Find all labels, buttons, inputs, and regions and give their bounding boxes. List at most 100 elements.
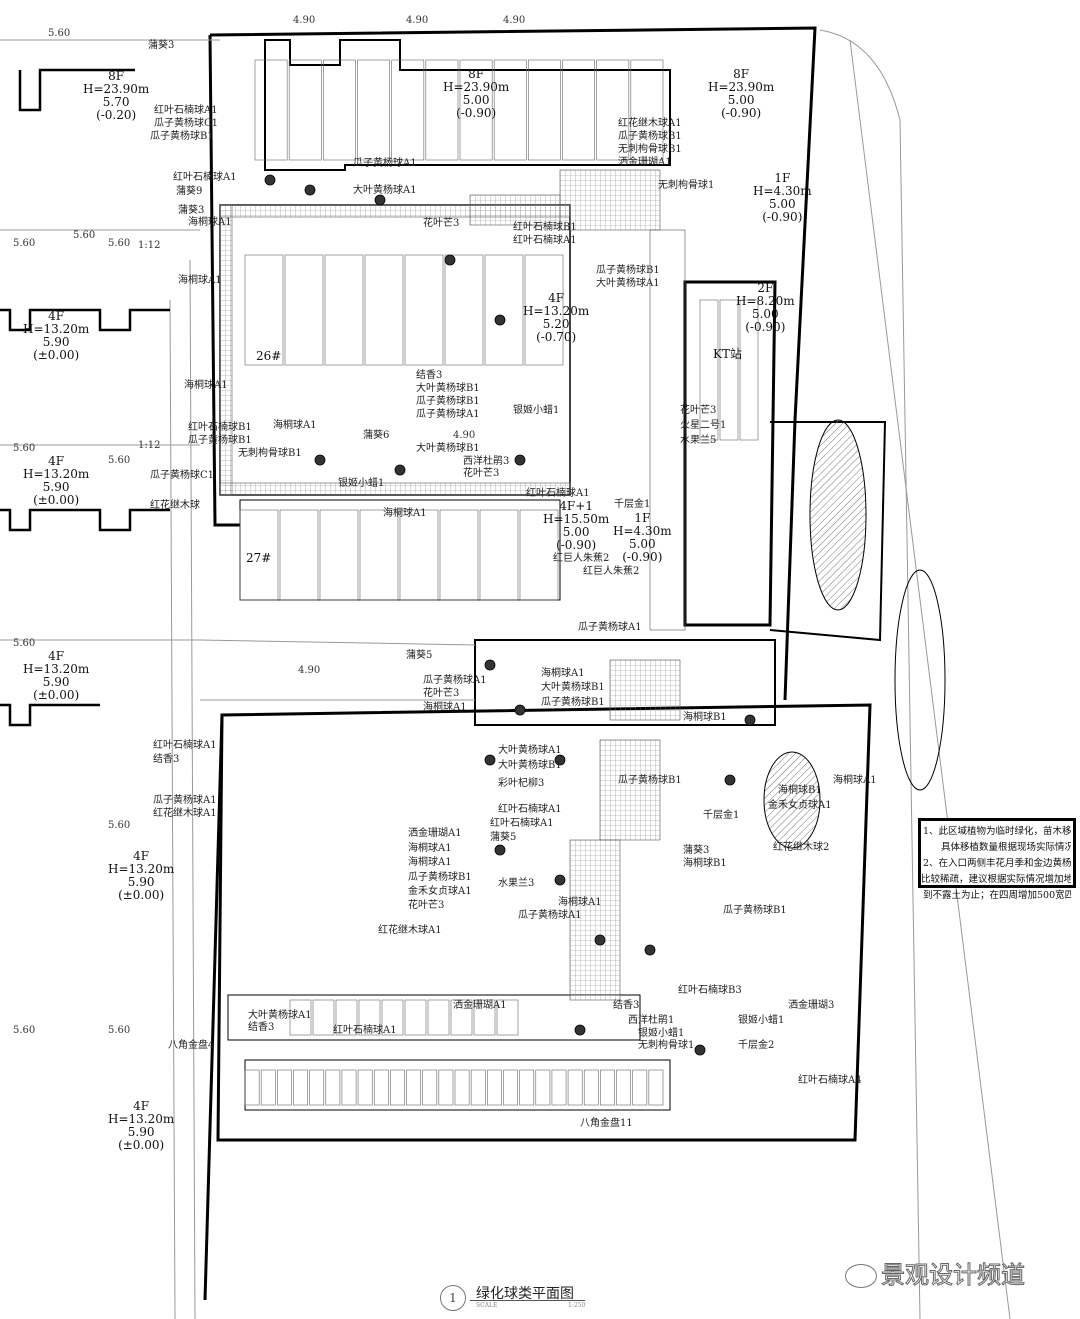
unit-plan bbox=[289, 999, 312, 1036]
plant-label: 结香3 bbox=[248, 1022, 275, 1033]
unit-plan bbox=[616, 1069, 631, 1106]
shrub-ball-symbol bbox=[554, 754, 566, 766]
plant-label: 西洋杜鹃1 bbox=[628, 1015, 675, 1026]
plant-label: 红叶石楠球B1 bbox=[513, 222, 577, 233]
plant-label: 海桐球A1 bbox=[273, 420, 317, 431]
plant-label: 红叶石楠球B1 bbox=[188, 422, 252, 433]
elevation-mark: 4.90 bbox=[406, 15, 429, 26]
unit-plan bbox=[324, 254, 364, 366]
unit-plan bbox=[319, 509, 359, 601]
elevation-mark: 5.60 bbox=[48, 28, 71, 39]
plant-label: 瓜子黄杨球C1 bbox=[150, 470, 215, 481]
plant-label: 无刺枸骨球1 bbox=[658, 180, 715, 191]
plant-label: 大叶黄杨球A1 bbox=[596, 278, 660, 289]
east-parcel-boundary bbox=[769, 421, 887, 642]
unit-plan bbox=[519, 1069, 535, 1106]
building-level-line: (±0.00) bbox=[33, 688, 80, 702]
plant-label: 金禾女贞球A1 bbox=[768, 800, 832, 811]
plant-label: 蒲葵6 bbox=[363, 430, 390, 441]
shrub-ball-symbol bbox=[484, 659, 496, 671]
plant-label: 红叶石楠球A4 bbox=[798, 1075, 862, 1086]
plant-label: 瓜子黄杨球B1 bbox=[618, 775, 682, 786]
shrub-ball-symbol bbox=[644, 944, 656, 956]
plant-label: 海桐球B1 bbox=[683, 858, 727, 869]
plant-label: 火星二号1 bbox=[680, 420, 727, 431]
elevation-mark: 1:12 bbox=[138, 440, 161, 451]
plant-label: 瓜子黄杨球A1 bbox=[416, 409, 480, 420]
unit-plan bbox=[391, 59, 425, 161]
plant-label: 无刺枸骨球B1 bbox=[618, 144, 682, 155]
unit-plan bbox=[496, 999, 519, 1036]
unit-plan bbox=[739, 299, 759, 441]
plant-label: 瓜子黄杨球B1 bbox=[723, 905, 787, 916]
shrub-ball-symbol bbox=[444, 254, 456, 266]
plant-label: 水果兰5 bbox=[680, 435, 717, 446]
unit-plan bbox=[528, 59, 561, 161]
building-level-line: 4F bbox=[133, 1099, 150, 1113]
plant-label: 海桐球A1 bbox=[423, 702, 467, 713]
building-level-line: (-0.20) bbox=[96, 108, 137, 122]
site-boundary-west-road bbox=[203, 714, 224, 1301]
building-level-line: 5.00 bbox=[628, 537, 656, 551]
building-level-line: (±0.00) bbox=[118, 888, 165, 902]
unit-plan bbox=[535, 1069, 551, 1106]
unit-plan bbox=[583, 1069, 599, 1106]
plant-label: 瓜子黄杨球B1 bbox=[416, 396, 480, 407]
tree-cluster bbox=[894, 569, 946, 791]
building-level-line: 5.90 bbox=[42, 480, 70, 494]
paving-band bbox=[609, 659, 681, 721]
plant-label: 洒金珊瑚A1 bbox=[618, 157, 672, 168]
plant-label: 蒲葵5 bbox=[490, 832, 517, 843]
elevation-mark: 5.60 bbox=[108, 455, 131, 466]
paving-band bbox=[559, 169, 661, 231]
building-level-line: 5.00 bbox=[727, 93, 755, 107]
building-level-line: 8F bbox=[108, 69, 125, 83]
plant-label: 花叶芒3 bbox=[680, 405, 717, 416]
elevation-mark: 5.60 bbox=[73, 230, 96, 241]
unit-plan bbox=[325, 1069, 341, 1106]
shrub-ball-symbol bbox=[744, 714, 756, 726]
plant-label: 瓜子黄杨球A1 bbox=[353, 158, 417, 169]
unit-plan bbox=[312, 999, 335, 1036]
building-level-line: 5.20 bbox=[542, 317, 570, 331]
building-level-line: H=13.20m bbox=[23, 662, 90, 676]
entry-plaza-boundary bbox=[474, 639, 776, 726]
unit-plan bbox=[335, 999, 358, 1036]
unit-plan bbox=[470, 1069, 486, 1106]
unit-plan bbox=[323, 59, 356, 161]
neighbouring-buildings bbox=[0, 68, 170, 727]
unit-plan bbox=[648, 1069, 664, 1106]
planting-notes: 1、此区域植物为临时绿化，苗木移植， 具体移植数量根据现场实际情况为准。 2、在… bbox=[918, 818, 1076, 901]
drawing-number: 1 bbox=[440, 1285, 466, 1311]
plant-label: 洒金珊瑚3 bbox=[788, 1000, 835, 1011]
building-level-line: (-0.90) bbox=[556, 538, 597, 552]
shrub-ball-symbol bbox=[694, 1044, 706, 1056]
drawing-title: 绿化球类平面图 bbox=[476, 1286, 574, 1302]
plant-label: 红叶石楠球A1 bbox=[154, 105, 218, 116]
building-level-line: H=13.20m bbox=[523, 304, 590, 318]
building-level-line: 8F bbox=[468, 67, 485, 81]
tree-cluster bbox=[763, 751, 821, 849]
note-line: 比较稀疏，建议根据实际情况增加地被，达 bbox=[921, 874, 1071, 885]
elevation-mark: 5.60 bbox=[13, 1025, 36, 1036]
plant-label: 海桐球A1 bbox=[408, 843, 452, 854]
plant-label: 瓜子黄杨球B1 bbox=[150, 131, 214, 142]
unit-plan bbox=[473, 999, 496, 1036]
plant-label: 红叶石楠球A1 bbox=[153, 740, 217, 751]
plant-label: 无刺枸骨球1 bbox=[638, 1040, 695, 1051]
parking-strip-south bbox=[244, 1059, 671, 1111]
plant-label: 银姬小蜡1 bbox=[513, 405, 560, 416]
site-boundary-west bbox=[208, 34, 240, 527]
unit-plan bbox=[567, 1069, 583, 1106]
building-level-line: 5.90 bbox=[42, 335, 70, 349]
plant-label: 红花继木球A1 bbox=[618, 118, 682, 129]
plant-label: 红巨人朱蕉2 bbox=[583, 566, 640, 577]
shrub-ball-symbol bbox=[374, 194, 386, 206]
watermark: 景观设计频道 bbox=[845, 1255, 1026, 1290]
shrub-ball-symbol bbox=[574, 1024, 586, 1036]
building-level-line: 4F bbox=[48, 309, 65, 323]
